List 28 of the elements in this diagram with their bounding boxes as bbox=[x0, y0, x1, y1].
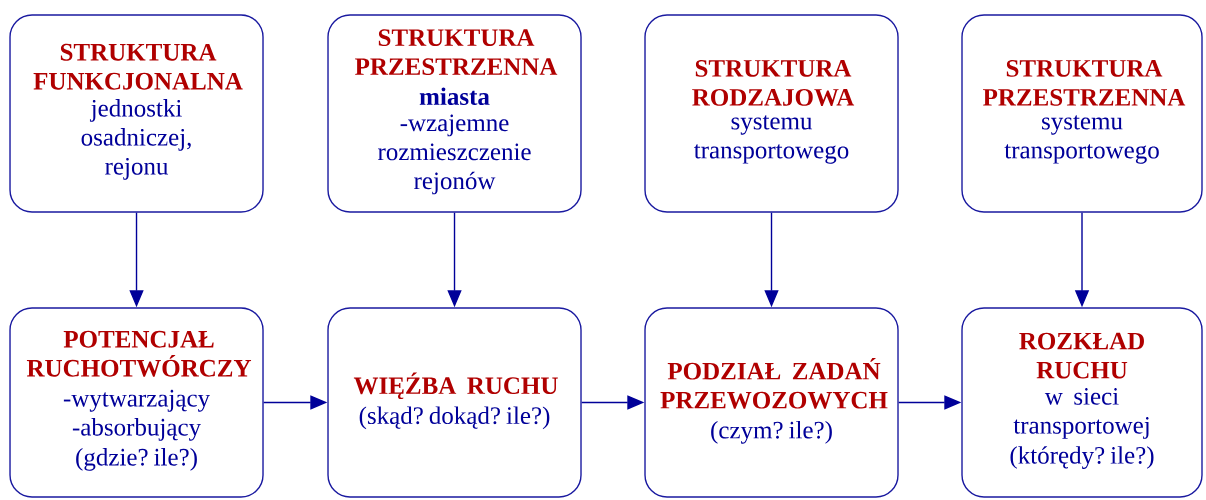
process-box bbox=[327, 14, 582, 213]
box-heading: STRUKTURA PRZESTRZENNA bbox=[355, 29, 558, 76]
process-box bbox=[327, 307, 582, 498]
box-text: jednostki osadniczej, rejonu bbox=[81, 99, 191, 180]
box-text: systemu transportowego bbox=[694, 115, 849, 164]
box-text: (gdzie? ile?) bbox=[76, 448, 197, 471]
process-box bbox=[644, 14, 899, 213]
process-box bbox=[9, 307, 264, 498]
box-subheading: miasta bbox=[419, 87, 490, 106]
box-text: systemu transportowego bbox=[1004, 115, 1159, 164]
process-box bbox=[961, 307, 1203, 498]
box-heading: WIĘŹBA RUCHU bbox=[353, 372, 558, 400]
box-text: -wzajemne rozmieszczenie rejonów bbox=[378, 114, 531, 195]
box-heading: STRUKTURA RODZAJOWA bbox=[692, 60, 855, 106]
box-text: (którędy? ile?) bbox=[1010, 446, 1154, 469]
box-heading: STRUKTURA FUNKCJONALNA bbox=[33, 43, 243, 90]
box-text: (czym? ile?) bbox=[711, 421, 832, 444]
process-box bbox=[644, 307, 899, 498]
box-heading: STRUKTURA PRZESTRZENNA bbox=[983, 60, 1186, 106]
process-box bbox=[9, 14, 264, 213]
process-box bbox=[961, 14, 1203, 213]
box-heading: POTENCJAŁ RUCHOTWÓRCZY bbox=[26, 330, 252, 377]
box-text: -absorbujący bbox=[72, 418, 201, 441]
box-text: (skąd? dokąd? ile?) bbox=[359, 406, 550, 430]
box-text: -wytwarzający bbox=[63, 389, 210, 412]
box-heading: ROZKŁAD RUCHU bbox=[1019, 332, 1144, 379]
box-heading: PODZIAŁ ZADAŃ PRZEWOZOWYCH bbox=[660, 357, 888, 409]
box-text: w sieci transportowej bbox=[1013, 388, 1149, 439]
